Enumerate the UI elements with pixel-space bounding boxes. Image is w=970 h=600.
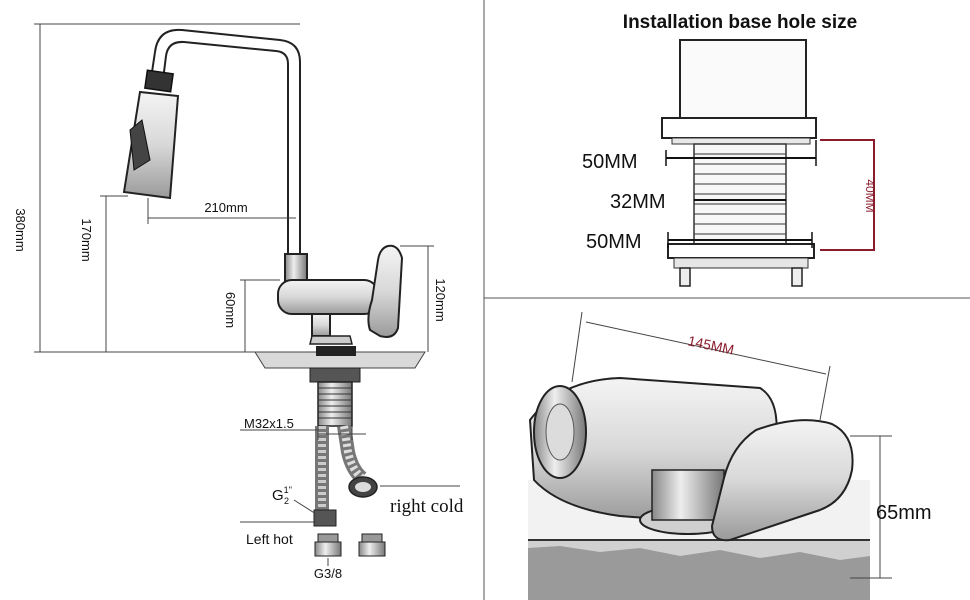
faucet-drawing [122,28,426,557]
dim-height-base: 60mm [223,292,238,328]
dim-middle-width: 32MM [610,191,666,213]
handle-closeup-drawing [528,376,870,600]
countertop [254,351,426,369]
installation-title: Installation base hole size [623,12,857,33]
dim-base-height: 40MM [863,179,877,212]
left-hot-label: Left hot [246,531,293,547]
left-dimension-lines [34,23,460,566]
mounting-shank [309,346,361,427]
supply-hoses [313,424,378,527]
thread-label: M32x1.5 [244,416,294,431]
connector-label: G3/8 [314,566,342,581]
connector-fittings [314,533,386,557]
spray-head [122,69,180,200]
dim-handle-length: 145MM [687,332,736,357]
dim-height-total: 380mm [13,208,28,251]
closeup-dimensions [571,311,892,579]
right-cold-label: right cold [390,496,464,517]
dim-bottom-width: 50MM [586,231,642,253]
inlet-label-subscript: 2 [284,496,289,506]
dim-handle-height: 65mm [876,502,932,524]
base-hole-dimensions [665,139,875,251]
dim-height-handle: 120mm [433,278,448,321]
inlet-label: G1" [272,485,292,504]
base-hole-drawing [661,39,817,287]
dim-reach: 210mm [204,200,247,215]
faucet-body [277,244,404,345]
dim-top-width: 50MM [582,151,638,173]
dim-height-spout: 170mm [79,218,94,261]
